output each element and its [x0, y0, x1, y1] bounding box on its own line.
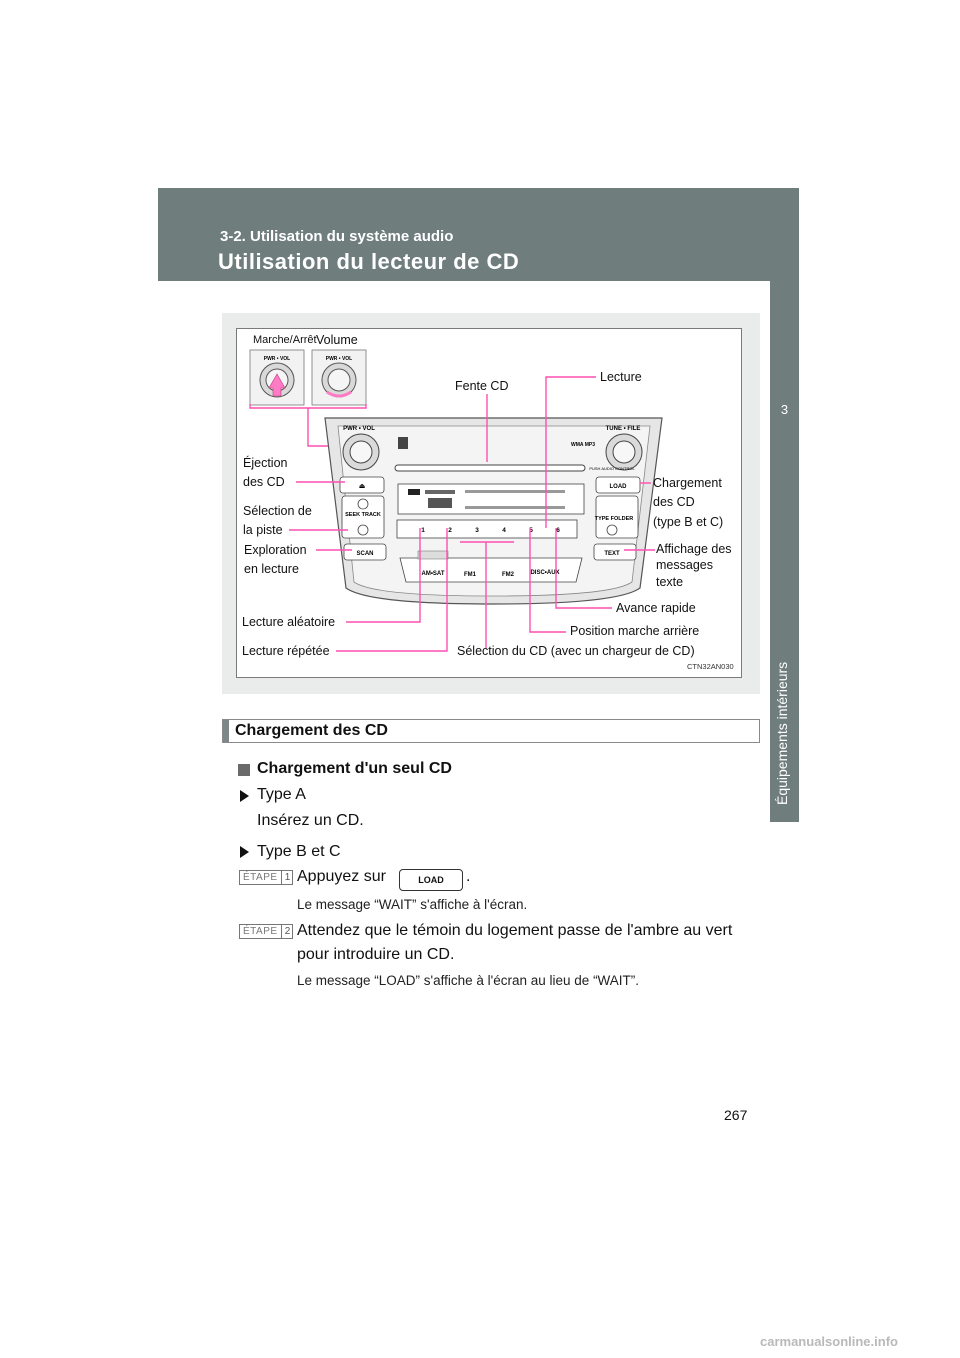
label-text-1: Affichage des — [656, 542, 732, 556]
label-rew: Position marche arrière — [570, 624, 700, 638]
label-repeat: Lecture répétée — [242, 644, 330, 658]
label-load-2: des CD — [653, 495, 695, 509]
step-word: ÉTAPE — [243, 926, 278, 937]
watermark: carmanualsonline.info — [760, 1334, 898, 1349]
step-2-badge: ÉTAPE 2 — [239, 924, 293, 939]
label-power: Marche/Arrêt — [253, 334, 317, 346]
label-play: Lecture — [600, 370, 642, 384]
page-title: Utilisation du lecteur de CD — [218, 249, 520, 274]
type-a-instruction: Insérez un CD. — [257, 812, 364, 829]
step-2-text-line1: Attendez que le témoin du logement passe… — [297, 922, 733, 939]
page-number: 267 — [724, 1107, 748, 1123]
figure-code: CTN32AN030 — [687, 662, 734, 671]
chapter-header — [158, 188, 799, 281]
subheading: Chargement d'un seul CD — [257, 760, 452, 777]
label-volume: Volume — [316, 333, 358, 347]
label-track-1: Sélection de — [243, 504, 312, 518]
step-1-text: Appuyez sur — [297, 868, 386, 885]
step-1-note: Le message “WAIT” s'affiche à l'écran. — [297, 897, 528, 912]
label-scan-2: en lecture — [244, 562, 299, 576]
label-random: Lecture aléatoire — [242, 615, 336, 629]
label-slot: Fente CD — [455, 379, 509, 393]
step-number: 2 — [281, 925, 293, 938]
section-title: 3-2. Utilisation du système audio — [220, 228, 454, 245]
label-load-3: (type B et C) — [653, 515, 724, 529]
label-track-2: la piste — [243, 523, 283, 537]
step-2-note: Le message “LOAD” s'affiche à l'écran au… — [297, 973, 640, 988]
chapter-side-tab — [770, 281, 799, 822]
section-heading: Chargement des CD — [222, 719, 760, 743]
label-eject-2: des CD — [243, 475, 285, 489]
type-a-label: Type A — [257, 786, 306, 803]
label-text-3: texte — [656, 575, 684, 589]
type-bc-label: Type B et C — [257, 843, 341, 860]
section-heading-text: Chargement des CD — [235, 722, 388, 739]
chapter-label: Équipements intérieurs — [774, 662, 794, 805]
chapter-number: 3 — [780, 402, 789, 417]
triangle-bullet-icon — [240, 790, 249, 802]
square-bullet-icon — [238, 764, 250, 776]
label-ff: Avance rapide — [616, 601, 696, 615]
label-load-1: Chargement — [653, 476, 722, 490]
triangle-bullet-icon — [240, 846, 249, 858]
step-1-text-end: . — [466, 868, 471, 885]
label-text-2: messages — [656, 558, 713, 572]
label-scan-1: Exploration — [244, 543, 307, 557]
step-word: ÉTAPE — [243, 872, 278, 883]
label-eject-1: Éjection — [243, 456, 288, 470]
label-disc-select: Sélection du CD (avec un chargeur de CD) — [457, 644, 695, 658]
step-1-badge: ÉTAPE 1 — [239, 870, 293, 885]
step-2-text-line2: pour introduire un CD. — [297, 946, 455, 963]
section-heading-bar — [223, 720, 229, 742]
step-number: 1 — [281, 871, 293, 884]
load-button-icon: LOAD — [399, 869, 463, 891]
